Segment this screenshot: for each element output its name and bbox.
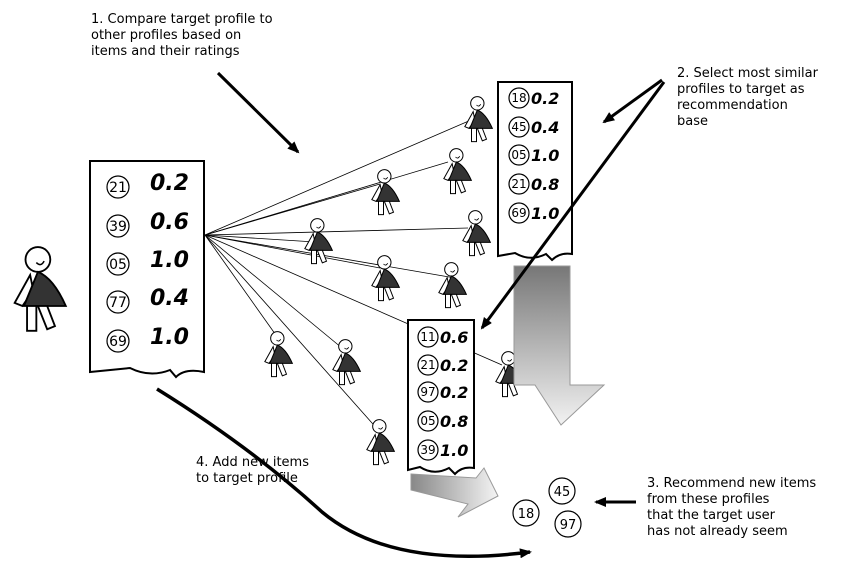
item-rating: 0.2: [531, 89, 559, 108]
user-figure-icon: [371, 255, 400, 302]
item-rating: 0.2: [440, 356, 468, 375]
user-figure-icon: [264, 331, 293, 378]
item-rating: 0.2: [440, 383, 468, 402]
annotation-arrows: [156, 71, 666, 559]
item-rating: 0.4: [531, 118, 559, 137]
user-figure-icon: [462, 210, 491, 257]
user-figure-icon: [371, 169, 400, 216]
item-id: 39: [420, 443, 435, 457]
item-rating: 0.6: [440, 328, 468, 347]
item-rating: 1.0: [440, 441, 468, 460]
item-id: 05: [109, 257, 127, 273]
item-rating: 1.0: [150, 325, 189, 350]
item-id: 11: [420, 330, 435, 344]
item-id: 21: [511, 177, 526, 191]
item-rating: 0.8: [531, 175, 559, 194]
item-rating: 0.8: [440, 412, 468, 431]
similarity-lines: [204, 116, 503, 433]
target-user-figure-icon: [13, 246, 67, 332]
item-rating: 0.6: [150, 210, 189, 235]
step-1-text: 1. Compare target profile to other profi…: [91, 12, 273, 59]
step-3-text: 3. Recommend new items from these profil…: [647, 476, 817, 539]
item-rating: 1.0: [531, 204, 559, 223]
step2-arrow-icon: [602, 78, 663, 124]
recommended-item: 18: [518, 507, 535, 522]
similar-profile-card-1: [497, 81, 573, 262]
item-id: 39: [109, 219, 127, 235]
item-id: 97: [420, 385, 435, 399]
user-figure-icon: [464, 96, 493, 143]
item-id: 69: [109, 334, 127, 350]
item-rating: 1.0: [150, 248, 189, 273]
selection-down-arrow-icon: [513, 265, 606, 426]
recommended-item: 97: [560, 518, 577, 533]
item-rating: 1.0: [531, 146, 559, 165]
step-4-text: 4. Add new items to target profile: [196, 455, 309, 486]
step-2-text: 2. Select most similar profiles to targe…: [677, 66, 818, 129]
step2-arrow-icon: [480, 81, 666, 330]
user-figure-icon: [366, 419, 395, 466]
user-figure-icon: [332, 339, 361, 386]
item-id: 05: [511, 148, 526, 162]
item-id: 45: [511, 120, 526, 134]
item-rating: 0.4: [150, 286, 189, 311]
item-id: 18: [511, 91, 526, 105]
item-rating: 0.2: [150, 171, 189, 196]
item-id: 69: [511, 206, 526, 220]
recommended-items: 45 18 97: [512, 477, 582, 538]
user-figure-icon: [443, 148, 472, 195]
step4-curved-arrow-icon: [156, 387, 532, 559]
item-id: 21: [109, 180, 127, 196]
user-figure-icon: [304, 218, 333, 265]
target-profile-items: 21 0.2 39 0.6 05 1.0 77 0.4 69 1.0: [106, 171, 189, 353]
step1-arrow-icon: [216, 71, 300, 154]
similar-profile-2-items: 11 0.6 21 0.2 97 0.2 05 0.8 39 1.0: [417, 326, 468, 461]
item-id: 05: [420, 414, 435, 428]
item-id: 77: [109, 295, 127, 311]
recommend-arrow-icon: [410, 467, 499, 518]
similar-profile-1-items: 18 0.2 45 0.4 05 1.0 21 0.8 69 1.0: [508, 87, 559, 224]
user-figure-icon: [438, 262, 467, 309]
item-id: 21: [420, 358, 435, 372]
recommended-item: 45: [554, 485, 571, 500]
